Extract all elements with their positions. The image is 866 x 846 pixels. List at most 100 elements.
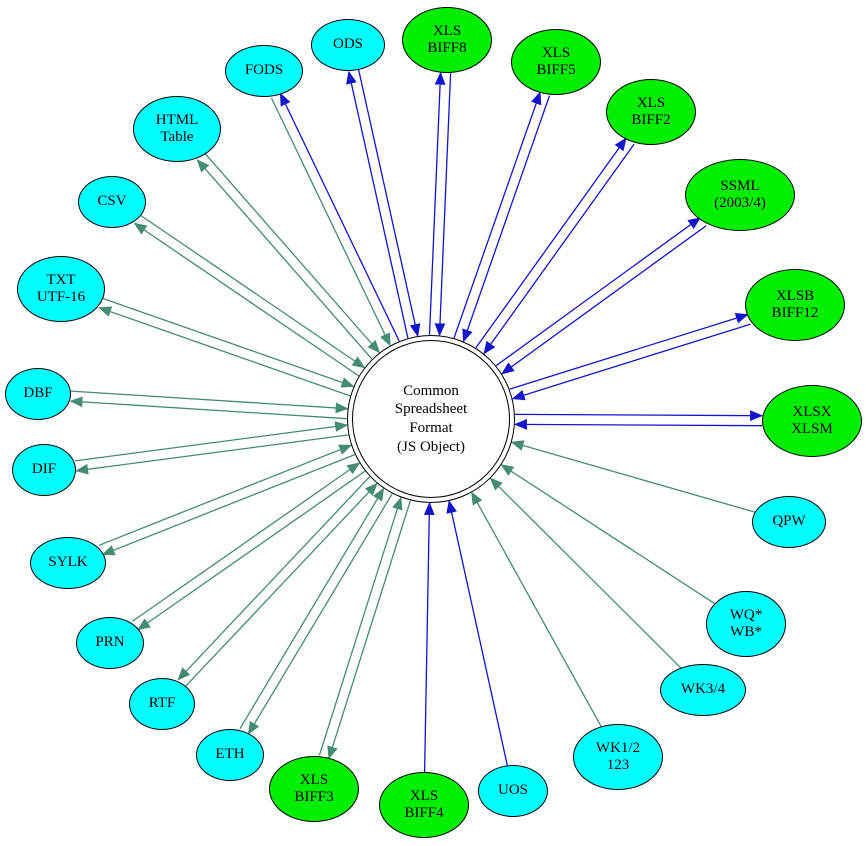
node-eth: ETH <box>196 729 264 781</box>
node-label-line: PRN <box>95 634 125 651</box>
edge-xls-biff2-out <box>475 137 627 349</box>
node-label-line: XLS <box>432 22 462 39</box>
edge-eth-out <box>247 493 393 735</box>
node-label-line: XLS <box>541 44 571 61</box>
edge-txt-utf16-in <box>102 297 355 388</box>
edge-xls-biff5-in <box>462 95 551 343</box>
edge-dbf-out <box>69 396 347 420</box>
node-label-line: WK3/4 <box>680 681 726 698</box>
edge-ods-out <box>346 70 409 339</box>
node-label-line: WK1/2 <box>595 739 641 756</box>
node-label-line: XLSM <box>791 421 833 437</box>
edge-fods-in <box>270 97 391 347</box>
edge-wk34-in <box>489 477 682 669</box>
edge-qpw-in <box>510 440 755 513</box>
node-label-line: BIFF5 <box>536 62 576 78</box>
edge-xls-biff4-in <box>423 501 435 773</box>
edge-xls-biff8-out <box>428 71 446 335</box>
node-label-line: XLSB <box>775 287 815 304</box>
edge-csv-in <box>139 214 366 369</box>
node-ssml: SSML(2003/4) <box>685 159 795 231</box>
edge-sylk-out <box>101 453 356 556</box>
node-label-line: ODS <box>332 36 363 53</box>
edge-dbf-in <box>71 390 349 414</box>
node-label-line: XLSX <box>792 403 832 420</box>
edge-xlsx-out <box>514 410 764 422</box>
node-prn: PRN <box>76 617 144 669</box>
node-wk34: WK3/4 <box>660 664 746 716</box>
node-qpw: QPW <box>752 496 826 548</box>
node-label-line: WB* <box>730 624 762 640</box>
node-common-spreadsheet-format: Common Spreadsheet Format (JS Object) <box>347 335 515 503</box>
edge-xlsb-in <box>511 323 751 401</box>
edge-ssml-out <box>495 217 702 367</box>
edge-xlsb-out <box>509 312 749 390</box>
node-ods: ODS <box>311 19 385 71</box>
node-label-line: XLS <box>409 787 439 804</box>
edge-html-table-in <box>204 152 381 354</box>
center-label-line: Format <box>409 420 453 436</box>
node-label-line: BIFF4 <box>404 805 444 821</box>
node-label-line: BIFF12 <box>771 305 819 321</box>
node-label-line: DBF <box>23 385 53 402</box>
edge-eth-in <box>239 487 385 730</box>
edge-csv-out <box>133 222 360 377</box>
node-label-line: (2003/4) <box>714 195 766 211</box>
edge-xls-biff3-out <box>327 500 412 760</box>
edge-prn-in <box>131 462 361 622</box>
edge-txt-utf16-out <box>98 306 351 397</box>
edge-rtf-out <box>177 476 371 681</box>
node-label-line: SYLK <box>48 554 88 571</box>
edge-sylk-in <box>98 444 353 546</box>
node-label-line: QPW <box>772 513 806 530</box>
edge-xls-biff5-out <box>453 91 542 339</box>
edge-html-table-out <box>196 159 373 360</box>
node-label-line: FODS <box>244 62 284 79</box>
edge-wq-wb-in <box>500 464 715 605</box>
node-csv: CSV <box>78 176 146 228</box>
node-label-line: BIFF2 <box>631 112 671 128</box>
edge-dif-in <box>74 421 349 462</box>
edge-wk12-123-in <box>471 491 602 727</box>
edge-xlsx-in <box>513 419 763 430</box>
node-label-line: CSV <box>97 193 127 210</box>
node-label-line: ETH <box>215 746 245 763</box>
edge-dif-out <box>75 434 349 475</box>
edge-fods-out <box>279 92 400 342</box>
node-label-line: HTML <box>155 111 199 128</box>
edge-xls-biff3-in <box>318 496 403 756</box>
node-dif: DIF <box>12 444 76 496</box>
node-label-line: 123 <box>606 757 630 773</box>
edge-rtf-in <box>184 482 378 688</box>
node-label-line: RTF <box>148 695 176 712</box>
edge-xls-biff8-in <box>434 73 452 337</box>
node-label-line: DIF <box>31 461 57 478</box>
center-label-line: Common <box>403 382 459 399</box>
node-label-line: BIFF8 <box>427 40 467 56</box>
node-label-line: WQ* <box>729 606 763 623</box>
node-dbf: DBF <box>5 368 71 420</box>
node-label-line: Table <box>160 129 194 145</box>
node-label-line: SSML <box>720 177 760 194</box>
center-label-line: (JS Object) <box>397 438 465 455</box>
edge-xls-biff2-in <box>483 143 635 355</box>
node-label-line: UOS <box>497 782 528 799</box>
node-label-line: TXT <box>46 271 76 288</box>
node-label-line: UTF-16 <box>36 289 86 305</box>
node-label-line: BIFF3 <box>294 789 334 805</box>
center-label-line: Spreadsheet <box>394 401 468 418</box>
edge-ods-in <box>357 69 421 337</box>
node-uos: UOS <box>478 765 548 817</box>
node-label-line: XLS <box>636 94 666 111</box>
